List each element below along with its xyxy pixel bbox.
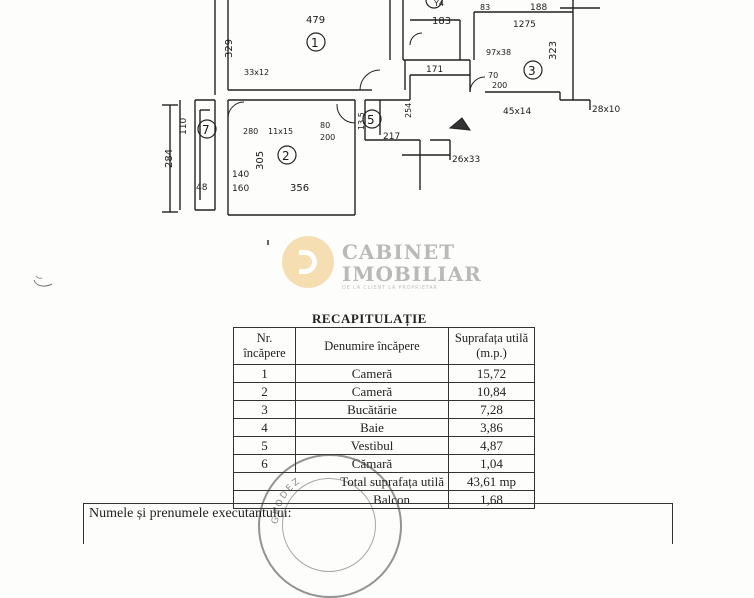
floor-plan-drawing: 1 2 3 5 7 479 329 33x12 1275 183 188 83 … (162, 0, 621, 245)
table-row: 4 Baie 3,86 (233, 418, 535, 437)
dimension-label: 171 (426, 65, 443, 75)
cell-nr: 2 (233, 382, 296, 401)
cell-nr: 5 (233, 436, 296, 455)
dimension-label: 183 (432, 16, 451, 27)
stair-icon (448, 117, 472, 131)
dimension-label: 188 (530, 3, 547, 13)
dimension-label: 26x33 (452, 155, 480, 165)
dimension-label: 284 (164, 149, 175, 168)
cell-area: 10,84 (448, 382, 535, 401)
cell-name: Vestibul (295, 436, 449, 455)
header-name: Denumire încăpere (295, 327, 449, 365)
cell-nr: 4 (233, 418, 296, 437)
dimension-label: 479 (306, 15, 325, 26)
table-row: 1 Cameră 15,72 (233, 364, 535, 383)
executant-box (83, 503, 673, 544)
dimension-label: 140 (232, 170, 249, 180)
dimension-label: 13.5 (357, 112, 366, 130)
balcony-value: 1,68 (448, 490, 535, 509)
table-row: 2 Cameră 10,84 (233, 382, 535, 401)
dimension-label: 329 (224, 39, 235, 58)
cell-area: 1,04 (448, 454, 535, 473)
dimension-label: 200 (492, 81, 507, 90)
cell-name: Cameră (295, 364, 449, 383)
dimension-label: Y4 (433, 0, 444, 8)
dimension-label: 45x14 (503, 107, 532, 117)
room-number-label: 1 (311, 36, 319, 50)
room-number-label: 2 (282, 149, 290, 163)
smudge-mark (33, 275, 53, 287)
dimension-label: 80 (320, 121, 330, 130)
dimension-label: 48 (196, 183, 208, 193)
dimension-label: 280 (243, 127, 258, 136)
dimension-label: 28x10 (592, 105, 621, 115)
table-header-row: Nr. încăpere Denumire încăpere Suprafața… (233, 327, 535, 365)
dimension-label: 160 (232, 184, 249, 194)
room-number-label: 5 (367, 113, 375, 127)
recap-title: RECAPITULAȚIE (312, 311, 427, 326)
cell-nr: 1 (233, 364, 296, 383)
floor-plan-document: 1 2 3 5 7 479 329 33x12 1275 183 188 83 … (33, 0, 673, 598)
logo-tagline: DE LA CLIENT LA PROPRIETAR (342, 285, 438, 291)
dimension-label: 305 (255, 151, 266, 170)
cell-name: Bucătărie (295, 400, 449, 419)
dimension-label: 97x38 (486, 48, 511, 57)
dimension-label: 1275 (513, 20, 536, 30)
total-value: 43,61 mp (448, 472, 535, 491)
room-number-label: 7 (202, 123, 210, 137)
cell-nr: 3 (233, 400, 296, 419)
dimension-label: 70 (488, 71, 498, 80)
cell-name: Baie (295, 418, 449, 437)
dimension-label: 323 (548, 41, 559, 60)
cabinet-imobiliar-logo: CABINET IMOBILIAR DE LA CLIENT LA PROPRI… (280, 236, 482, 294)
logo-icon (282, 236, 334, 288)
dimension-label: 33x12 (244, 68, 269, 77)
executant-label: Numele și prenumele executantului: (89, 506, 292, 521)
logo-line2: IMOBILIAR (342, 262, 482, 286)
cell-area: 3,86 (448, 418, 535, 437)
dimension-label: 110 (179, 118, 189, 135)
header-area: Suprafața utilă (m.p.) (448, 327, 535, 365)
dimension-label: 11x15 (268, 127, 293, 136)
dimension-label: 356 (290, 183, 309, 194)
room-number-label: 3 (528, 64, 536, 78)
cell-area: 15,72 (448, 364, 535, 383)
cell-area: 7,28 (448, 400, 535, 419)
cell-area: 4,87 (448, 436, 535, 455)
stamp-text-ring: GEODEZ (271, 476, 301, 524)
cell-name: Cameră (295, 382, 449, 401)
dimension-label: 217 (383, 132, 400, 142)
logo-line1: CABINET (342, 240, 456, 264)
dimension-label: 200 (320, 133, 335, 142)
table-row: 3 Bucătărie 7,28 (233, 400, 535, 419)
table-row: 5 Vestibul 4,87 (233, 436, 535, 455)
header-nr: Nr. încăpere (233, 327, 296, 365)
dimension-label: 254 (404, 103, 413, 118)
dimension-label: 83 (480, 3, 490, 12)
